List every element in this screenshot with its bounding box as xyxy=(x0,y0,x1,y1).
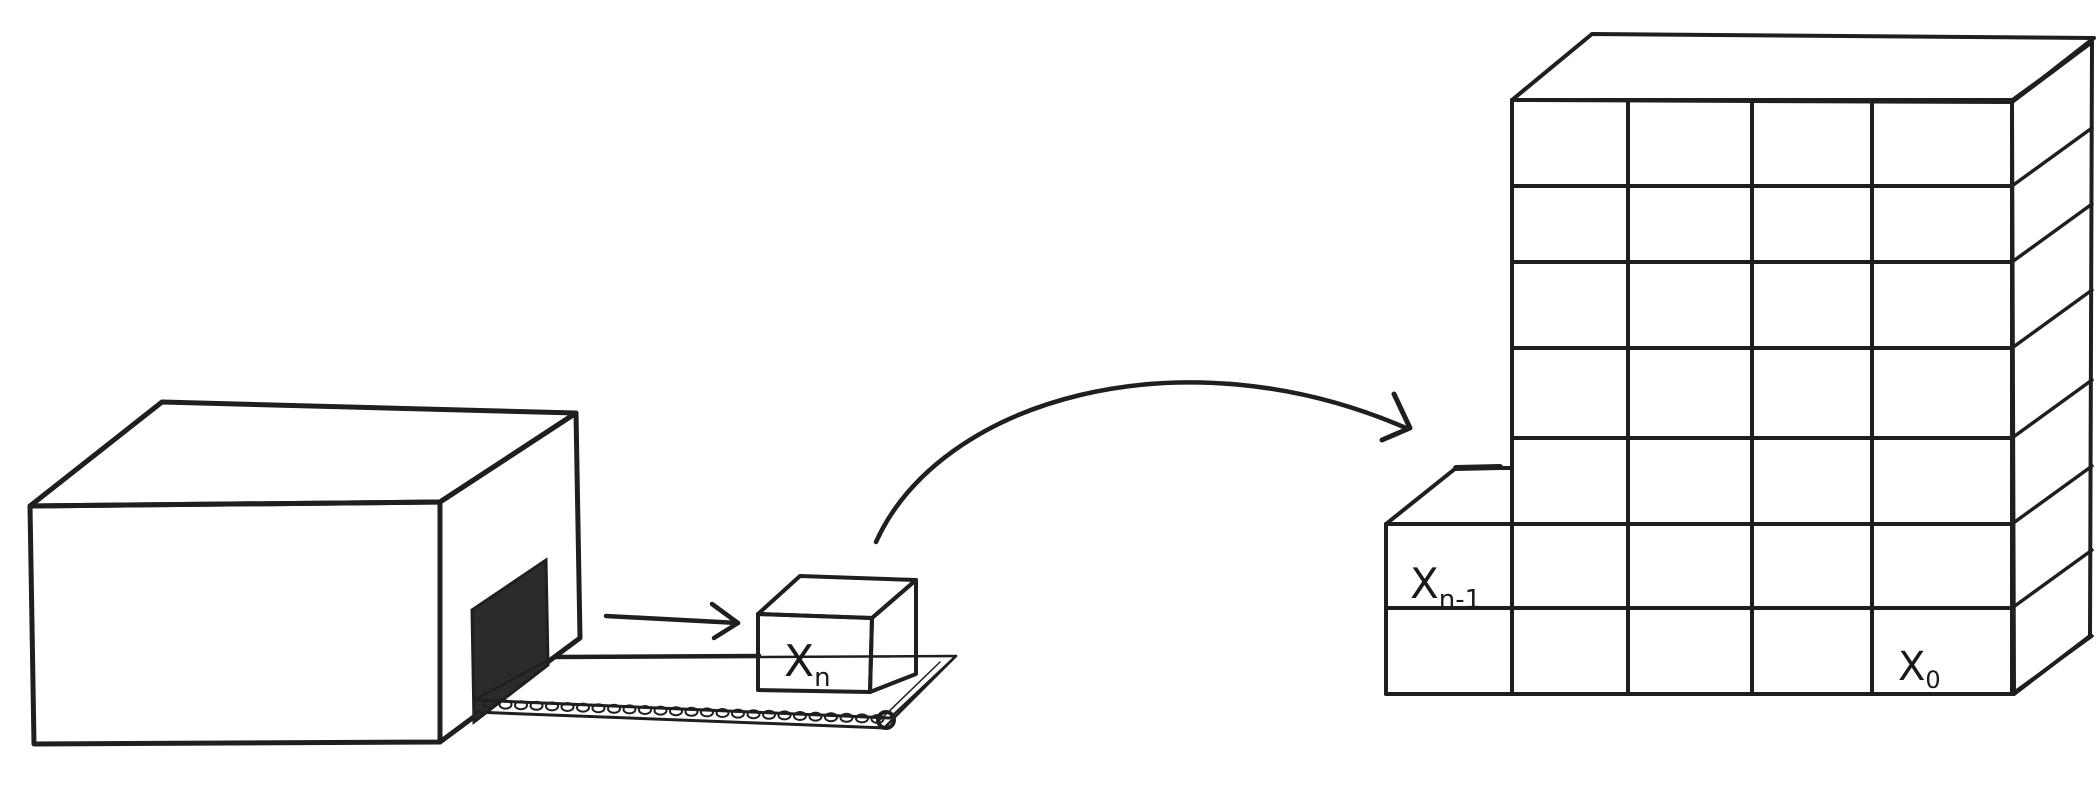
conveyor-roller xyxy=(793,711,807,721)
conveyor-roller xyxy=(653,705,668,716)
item-prev-label: Xn-1 xyxy=(1410,559,1481,615)
stack-side-edge-line xyxy=(2010,378,2094,440)
conveyor-roller xyxy=(746,709,761,720)
stack-side-edge-line xyxy=(2010,464,2094,526)
block-stack-icon: Xn-1 X0 xyxy=(1384,32,2096,696)
conveyor-roller xyxy=(808,711,823,722)
conveyor-end-roller xyxy=(876,710,896,730)
conveyor-roller xyxy=(560,702,575,712)
conveyor-roller xyxy=(498,699,513,710)
conveyor-roller xyxy=(669,706,683,717)
conveyor-roller xyxy=(715,708,730,718)
item-box-new: Xn xyxy=(756,574,918,694)
conveyor-roller xyxy=(824,712,838,723)
conveyor-roller xyxy=(529,700,544,711)
conveyor-roller xyxy=(607,703,621,714)
conveyor-roller xyxy=(839,712,854,723)
conveyor-belt-icon xyxy=(472,653,958,730)
item-new-label: Xn xyxy=(784,636,831,693)
conveyor-roller xyxy=(576,702,590,713)
item-first-label: X0 xyxy=(1898,644,1941,694)
arrow-right-icon xyxy=(603,601,741,641)
conveyor-roller xyxy=(700,707,714,718)
conveyor-roller xyxy=(762,709,776,720)
conveyor-roller xyxy=(855,713,869,724)
factory-front-face xyxy=(27,499,443,747)
conveyor-roller xyxy=(777,710,792,721)
conveyor-roller xyxy=(684,706,699,717)
factory-box-icon xyxy=(27,399,583,747)
conveyor-roller xyxy=(545,701,559,712)
stack-side-edge-line xyxy=(2010,634,2094,696)
conveyor-roller xyxy=(514,700,528,711)
stack-side-edge-line xyxy=(2010,548,2094,610)
stack-side-edge-line xyxy=(2010,126,2094,188)
conveyor-roller xyxy=(483,699,497,709)
stack-grid xyxy=(1384,98,2014,696)
stack-side-edges xyxy=(2010,40,2094,696)
stack-side-edge-line xyxy=(2010,288,2094,350)
conveyor-rollers xyxy=(483,699,885,724)
conveyor-roller xyxy=(731,708,745,719)
factory-door xyxy=(470,557,550,726)
conveyor-roller xyxy=(638,705,652,715)
conveyor-roller xyxy=(622,704,637,715)
factory-top-face xyxy=(27,399,579,509)
stack-side-edge-line xyxy=(2010,202,2094,264)
push-arrow xyxy=(873,380,1413,545)
conveyor-roller xyxy=(591,703,606,714)
